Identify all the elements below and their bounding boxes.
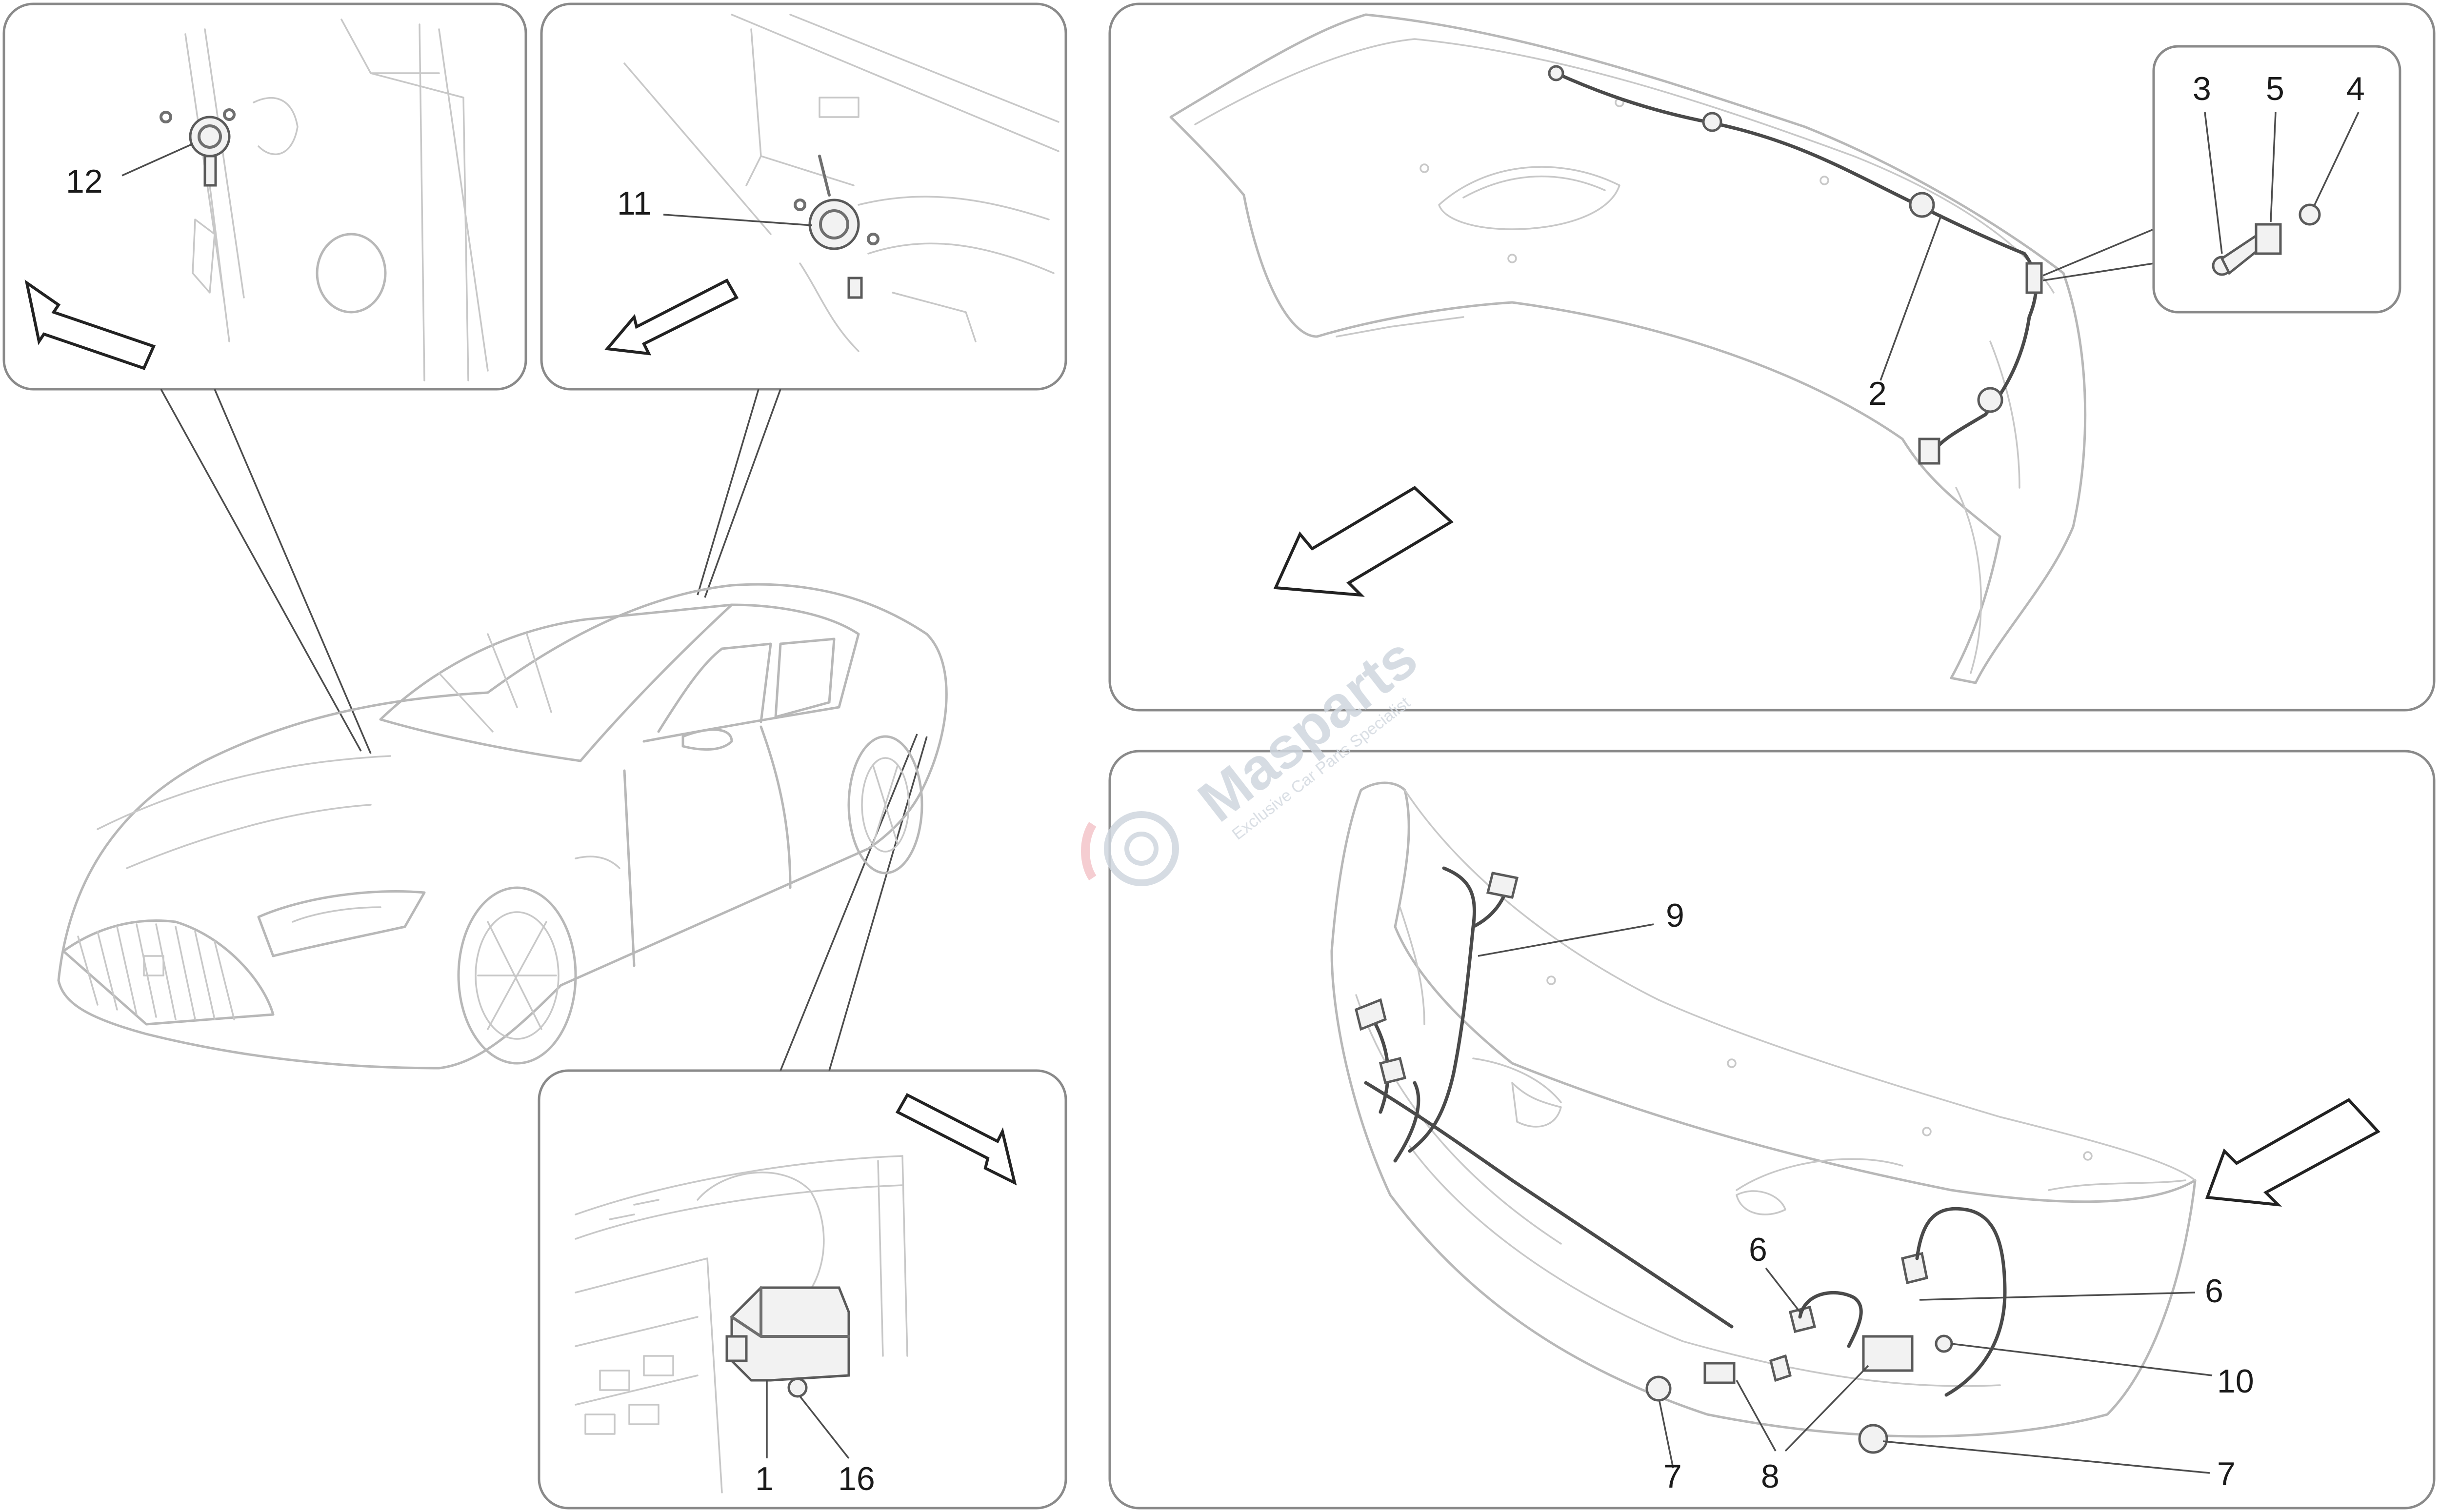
sensor-bracket-5-detail	[2255, 223, 2282, 255]
rear-bumper-lower-illustration	[1330, 781, 2213, 1474]
callout-6-left: 6	[1749, 1231, 1767, 1268]
inset-panel-left-speaker	[2, 2, 527, 391]
inset-left-speaker-illustration	[121, 19, 489, 381]
direction-arrow-inset-right	[604, 279, 739, 356]
callout-12: 12	[66, 163, 103, 200]
callout-6-right: 6	[2205, 1273, 2223, 1310]
speaker-11	[808, 199, 860, 250]
sensor-bracket-8-left	[1703, 1362, 1736, 1384]
inset-right-speaker-illustration	[623, 14, 1060, 352]
callout-3: 3	[2193, 70, 2211, 107]
control-unit-1	[730, 1286, 850, 1382]
inset-control-unit-illustration	[575, 1155, 908, 1493]
callout-7-left: 7	[1663, 1458, 1682, 1495]
callout-4: 4	[2346, 70, 2365, 107]
watermark-logo-icon	[1104, 811, 1179, 886]
direction-arrow-rear-bumper-lower	[2205, 1098, 2380, 1207]
parking-sensor-10	[1935, 1334, 1953, 1353]
callout-11: 11	[617, 185, 652, 222]
direction-arrow-rear-bumper-upper	[1273, 486, 1454, 597]
panel-rear-bumper-lower	[1108, 750, 2436, 1510]
callout-2: 2	[1868, 375, 1887, 412]
callout-7-right: 7	[2217, 1455, 2236, 1492]
car-illustration	[57, 583, 948, 1070]
direction-arrow-inset-control-unit	[895, 1093, 1017, 1186]
callout-5: 5	[2266, 70, 2284, 107]
callout-1: 1	[755, 1460, 774, 1497]
grommet-4-detail	[2299, 203, 2321, 226]
callout-16: 16	[838, 1460, 875, 1497]
nut-16	[787, 1377, 808, 1398]
grommet-7-right	[1858, 1424, 1888, 1454]
car-leader-lines	[160, 389, 928, 1071]
callout-8: 8	[1761, 1458, 1779, 1495]
direction-arrow-inset-left	[24, 279, 156, 370]
inset-sensor-detail	[2152, 45, 2401, 314]
speaker-12	[189, 116, 231, 158]
panel-rear-bumper-upper	[1108, 2, 2436, 712]
callout-10: 10	[2217, 1363, 2254, 1400]
grommet-7-left	[1645, 1375, 1672, 1402]
callout-9: 9	[1666, 897, 1684, 934]
connector-6-right	[1901, 1252, 1928, 1285]
sensor-bracket-8-right	[1862, 1335, 1914, 1372]
